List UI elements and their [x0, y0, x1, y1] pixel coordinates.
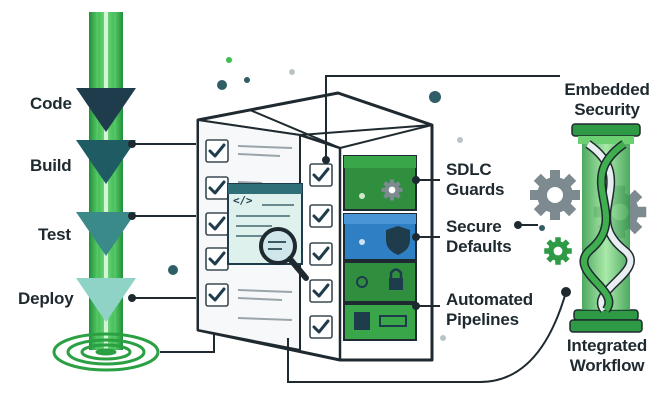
lock-icon: [389, 268, 403, 290]
stage-label-deploy: Deploy: [18, 289, 74, 308]
checkmark-icon: [308, 162, 334, 188]
checkmark-icon: [204, 138, 230, 164]
checkmark-icon: [204, 246, 230, 272]
checkmark-icon: [308, 241, 334, 267]
shield-icon: [386, 226, 410, 255]
stage-label-code: Code: [30, 94, 72, 113]
stage-label-test: Test: [38, 225, 71, 244]
checkmark-icon: [204, 211, 230, 237]
rack-modules: [343, 155, 417, 341]
ripple-icon: [52, 332, 160, 372]
checkmark-icon: [308, 278, 334, 304]
double-helix-icon: [569, 123, 643, 333]
code-tag: </>: [233, 194, 253, 207]
checkmark-icon: [308, 203, 334, 229]
decorative-dots: [168, 57, 545, 359]
feature-connectors: [287, 75, 571, 383]
checklist-left: [204, 138, 293, 321]
chevron-arrow-icon: [76, 88, 136, 322]
checkmark-icon: [308, 314, 334, 340]
gear-icon: [381, 179, 403, 201]
stage-connectors: [128, 140, 215, 353]
gear-icon: [530, 170, 647, 265]
checkmark-icon: [204, 175, 230, 201]
checkmark-icon: [204, 282, 230, 308]
magnifier-icon: [259, 227, 309, 281]
stage-label-build: Build: [30, 156, 72, 175]
